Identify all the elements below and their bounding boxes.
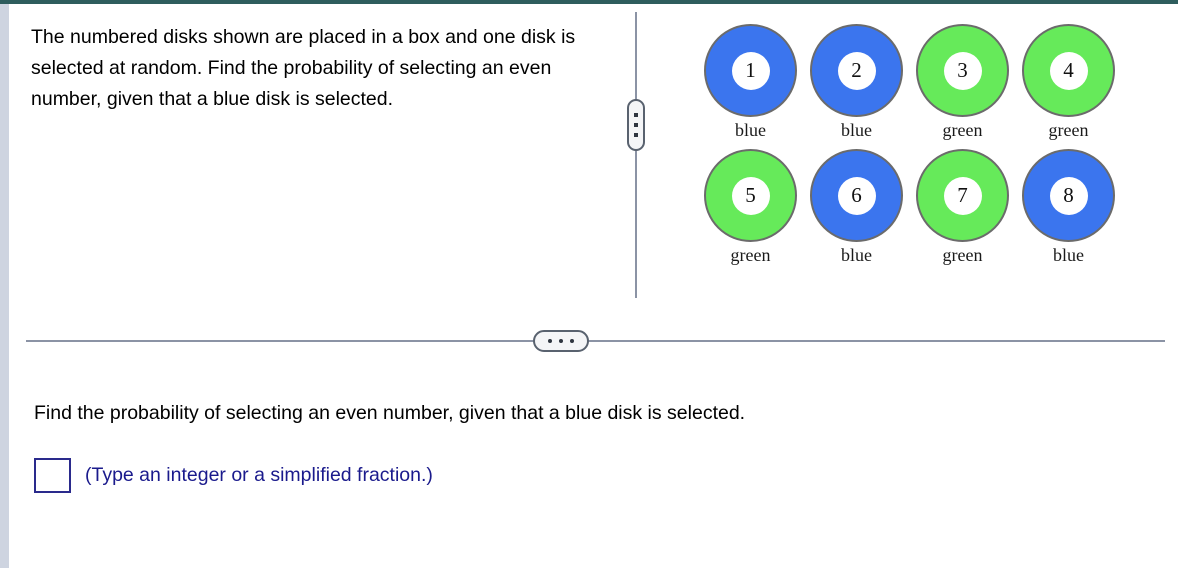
disk-label-4: green	[1048, 120, 1089, 140]
disk-1: 1	[704, 24, 797, 117]
horizontal-splitter-line	[26, 340, 1165, 342]
answer-input[interactable]	[34, 458, 71, 493]
disk-number-3: 3	[943, 51, 982, 90]
disk-number-5: 5	[731, 176, 770, 215]
disk-label-1: blue	[735, 120, 766, 140]
app-top-bar	[0, 0, 1178, 4]
disk-label-3: green	[942, 120, 983, 140]
answer-row: (Type an integer or a simplified fractio…	[34, 458, 433, 493]
disk-number-6: 6	[837, 176, 876, 215]
disk-number-2: 2	[837, 51, 876, 90]
disk-cell-5: 5 green	[704, 149, 797, 264]
disk-3: 3	[916, 24, 1009, 117]
disk-cell-7: 7 green	[916, 149, 1009, 264]
vertical-dots-icon-dot-2	[634, 123, 638, 127]
vertical-splitter-line	[635, 12, 637, 298]
question-upper-region: The numbered disks shown are placed in a…	[9, 4, 1178, 338]
disk-label-5: green	[730, 245, 771, 265]
answer-format-hint: (Type an integer or a simplified fractio…	[85, 464, 433, 486]
disk-6: 6	[810, 149, 903, 242]
vertical-splitter-handle[interactable]	[627, 99, 645, 151]
disk-row: 1 blue 2 blue 3 green 4 green	[704, 24, 1115, 139]
answer-prompt: Find the probability of selecting an eve…	[34, 402, 746, 424]
disk-label-2: blue	[841, 120, 872, 140]
disk-cell-1: 1 blue	[704, 24, 797, 139]
left-rail	[0, 4, 9, 568]
disk-row: 5 green 6 blue 7 green 8 blue	[704, 149, 1115, 264]
disk-number-4: 4	[1049, 51, 1088, 90]
disk-label-8: blue	[1053, 245, 1084, 265]
disk-cell-8: 8 blue	[1022, 149, 1115, 264]
disk-label-7: green	[942, 245, 983, 265]
question-statement: The numbered disks shown are placed in a…	[31, 26, 576, 110]
vertical-dots-icon-dot-1	[634, 113, 638, 117]
disk-7: 7	[916, 149, 1009, 242]
vertical-dots-icon-dot-3	[634, 133, 638, 137]
horizontal-dots-icon-dot-1	[548, 339, 552, 343]
disk-2: 2	[810, 24, 903, 117]
answer-region: Find the probability of selecting an eve…	[9, 360, 1178, 568]
disk-cell-6: 6 blue	[810, 149, 903, 264]
horizontal-splitter-handle[interactable]	[533, 330, 589, 352]
disk-number-7: 7	[943, 176, 982, 215]
horizontal-dots-icon-dot-3	[570, 339, 574, 343]
disk-cell-2: 2 blue	[810, 24, 903, 139]
disk-4: 4	[1022, 24, 1115, 117]
horizontal-dots-icon-dot-2	[559, 339, 563, 343]
disk-number-1: 1	[731, 51, 770, 90]
disk-cell-3: 3 green	[916, 24, 1009, 139]
disk-cell-4: 4 green	[1022, 24, 1115, 139]
disks-figure: 1 blue 2 blue 3 green 4 green	[704, 24, 1115, 264]
disk-number-8: 8	[1049, 176, 1088, 215]
disk-8: 8	[1022, 149, 1115, 242]
question-panel: The numbered disks shown are placed in a…	[31, 22, 591, 115]
disk-label-6: blue	[841, 245, 872, 265]
disk-5: 5	[704, 149, 797, 242]
